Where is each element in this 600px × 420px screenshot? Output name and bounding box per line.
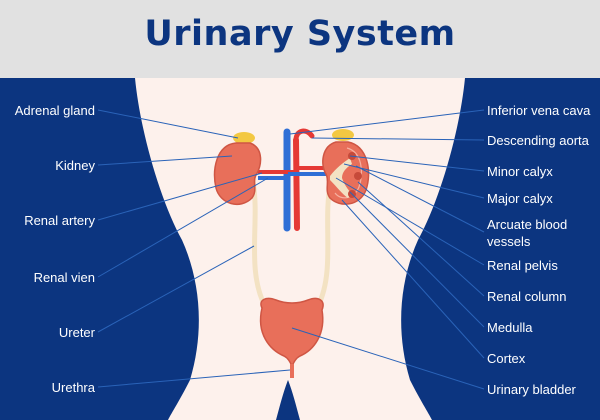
header-bar: Urinary System xyxy=(0,0,600,78)
leader-line-descending-aorta xyxy=(311,137,485,141)
label-major-calyx: Major calyx xyxy=(487,191,553,206)
urinary-bladder-organ xyxy=(259,297,324,368)
diagram-title: Urinary System xyxy=(144,14,456,54)
leader-line-renal-artery xyxy=(97,172,263,221)
label-adrenal-gland: Adrenal gland xyxy=(14,103,95,118)
label-arcuate-blood-vessels: Arcuate blood vessels xyxy=(487,217,568,249)
renal-pelvis-shape xyxy=(330,158,352,198)
leader-line-major-calyx xyxy=(343,163,485,199)
leader-line-medulla xyxy=(349,191,485,328)
label-cortex: Cortex xyxy=(487,351,526,366)
leader-line-arcuate-blood-vessels xyxy=(355,165,485,233)
label-ureter: Ureter xyxy=(58,325,95,340)
label-renal-pelvis: Renal pelvis xyxy=(487,258,558,273)
leader-line-kidney xyxy=(97,155,233,166)
label-inferior-vena-cava: Inferior vena cava xyxy=(487,103,591,118)
leader-line-urinary-bladder xyxy=(291,327,485,390)
descending-aorta-vessel xyxy=(293,137,300,231)
right-adrenal-gland xyxy=(332,129,354,141)
leader-line-renal-vien xyxy=(97,177,269,278)
label-renal-column: Renal column xyxy=(487,289,567,304)
aortic-arch xyxy=(293,128,315,143)
label-descending-aorta: Descending aorta xyxy=(487,133,589,148)
leader-line-cortex xyxy=(341,199,485,359)
leader-line-adrenal-gland xyxy=(97,109,239,139)
leader-line-urethra xyxy=(97,369,291,388)
leader-line-inferior-vena-cava xyxy=(289,109,485,135)
label-renal-vien: Renal vien xyxy=(33,270,95,285)
left-ureter xyxy=(250,179,268,309)
label-kidney: Kidney xyxy=(55,158,95,173)
label-renal-artery: Renal artery xyxy=(24,213,95,228)
leader-line-renal-pelvis xyxy=(335,177,485,266)
label-urethra: Urethra xyxy=(51,380,95,395)
label-urinary-bladder: Urinary bladder xyxy=(487,382,576,397)
medulla-pyramid-2 xyxy=(354,172,362,180)
left-adrenal-gland xyxy=(233,132,255,144)
label-minor-calyx: Minor calyx xyxy=(487,164,553,179)
leader-line-minor-calyx xyxy=(349,155,485,172)
leader-line-ureter xyxy=(97,245,255,333)
kidney-cortex-inner xyxy=(334,147,362,199)
leader-line-renal-column xyxy=(357,181,485,297)
label-medulla: Medulla xyxy=(487,320,533,335)
